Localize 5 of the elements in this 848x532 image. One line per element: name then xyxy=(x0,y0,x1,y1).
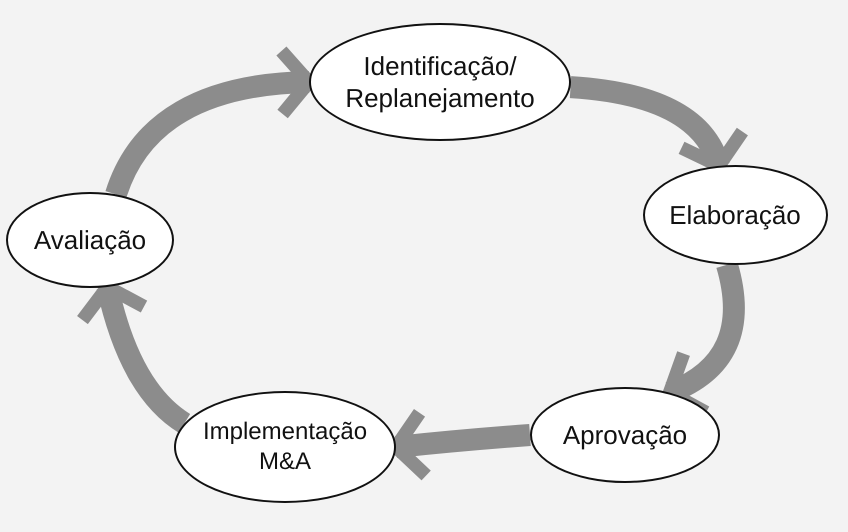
node-label: Implementação M&A xyxy=(202,417,368,477)
node-label: Elaboração xyxy=(669,198,801,232)
node-label: Identificação/ Replanejamento xyxy=(344,50,536,114)
node-label: Avaliação xyxy=(34,224,146,256)
node-label: Aprovação xyxy=(562,418,688,452)
